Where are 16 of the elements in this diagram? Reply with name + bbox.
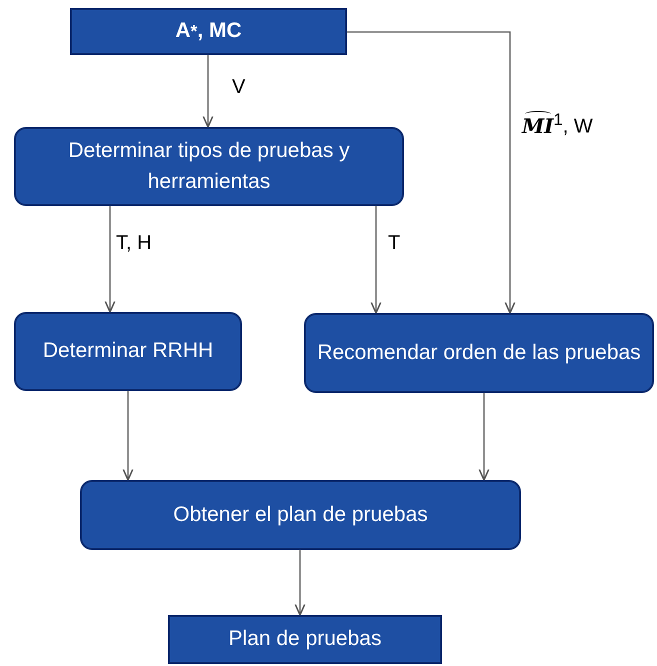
arrow [122,391,134,481]
process-box: Recomendar orden de las pruebas [304,313,654,393]
edge-label: T [388,232,400,255]
process-box: Determinar tipos de pruebas y herramientas [14,127,404,206]
output-box: Plan de pruebas [168,615,442,664]
edge-label: V [232,76,246,99]
edge-label: T, H [116,232,152,255]
arrow [478,393,490,481]
arrow [347,31,516,314]
arrow [370,206,382,314]
process-box: Determinar RRHH [14,312,242,391]
edge-label: MI$^{1}$, W [522,110,593,139]
arrow [104,206,116,313]
process-box: Obtener el plan de pruebas [80,480,521,550]
arrow [294,550,306,616]
arrow [202,55,214,128]
